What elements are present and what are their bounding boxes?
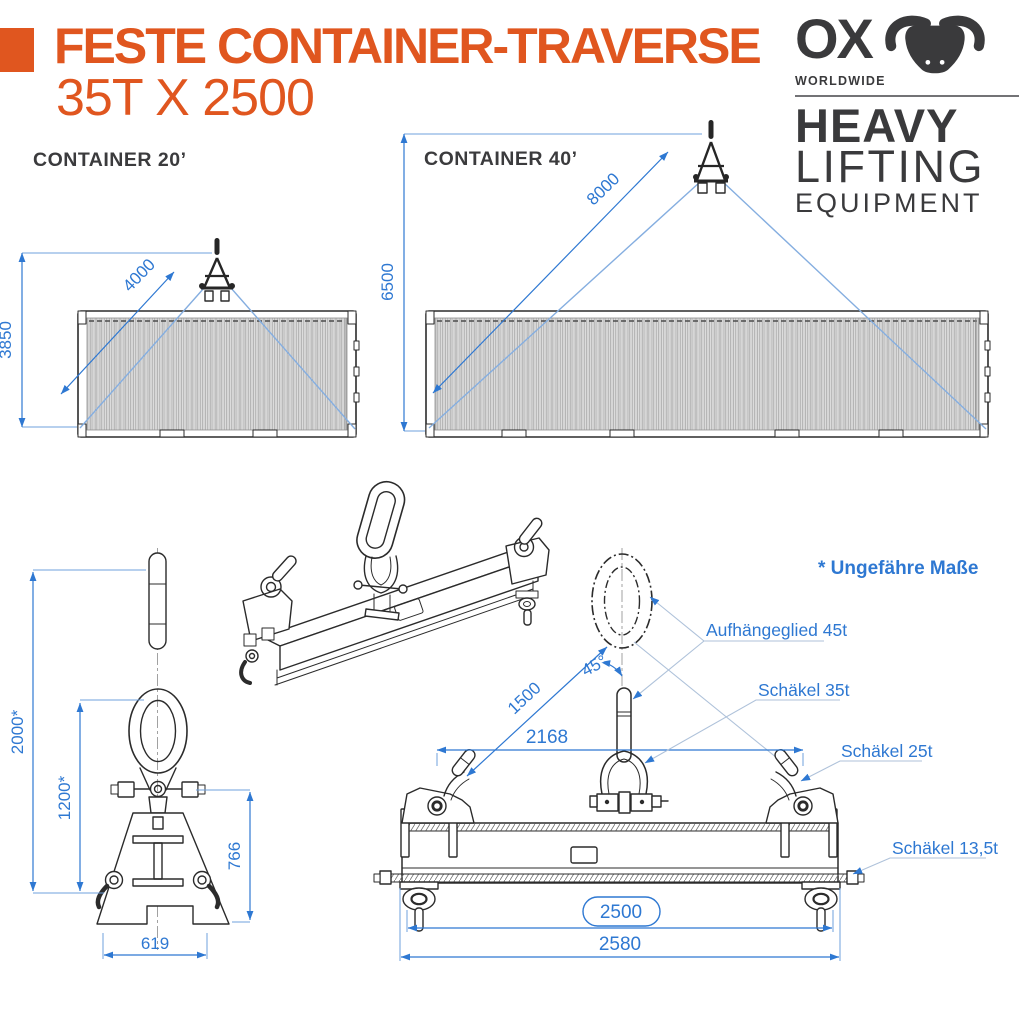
- dim-2500: 2500: [406, 896, 834, 932]
- label-master-link-text: Aufhängeglied 45t: [706, 620, 847, 640]
- front-view-beam: [373, 687, 865, 932]
- dim-3850: 3850: [0, 252, 212, 428]
- worldwide-label: WORLDWIDE: [795, 74, 886, 88]
- lifting-label: LIFTING: [795, 141, 986, 192]
- approx-note: * Ungefähre Maße: [818, 558, 978, 579]
- swivel-assembly: [110, 767, 206, 814]
- dim-45deg: 45°: [576, 649, 623, 683]
- spreader-icon-20: [199, 238, 235, 302]
- label-shackle-13-5: Schäkel 13,5t: [852, 838, 998, 875]
- dim-766: 766: [196, 789, 254, 923]
- dim-1500: 1500: [466, 646, 608, 777]
- right-bracket: [765, 749, 839, 824]
- equipment-label: EQUIPMENT: [795, 187, 983, 218]
- dim-2000-value: 2000*: [8, 709, 27, 754]
- label-master-link: Aufhängeglied 45t: [632, 596, 847, 700]
- logo-divider: [795, 95, 1019, 97]
- dim-1200: 1200*: [55, 699, 144, 892]
- page-title: FESTE CONTAINER-TRAVERSE: [54, 18, 762, 74]
- dim-619-value: 619: [141, 934, 169, 953]
- dim-1200-value: 1200*: [55, 775, 74, 820]
- dim-4000-value: 4000: [119, 255, 159, 295]
- label-shackle-13-5-text: Schäkel 13,5t: [892, 838, 998, 858]
- dim-2168-value: 2168: [526, 727, 568, 748]
- iso-right-end: [505, 517, 550, 626]
- right-twistlock: [801, 881, 841, 932]
- label-shackle-25: Schäkel 25t: [800, 741, 933, 782]
- dim-8000-value: 8000: [583, 169, 623, 209]
- left-bracket: [401, 749, 476, 824]
- spreader-icon-40: [693, 120, 729, 194]
- label-shackle-25-text: Schäkel 25t: [841, 741, 933, 761]
- dim-2000: 2000*: [8, 569, 146, 894]
- iso-center-shackle: [353, 555, 408, 621]
- dim-1500-value: 1500: [504, 678, 545, 718]
- iso-master-link: [356, 480, 406, 559]
- side-view-end-fitting: 2000* 1200* 766 619: [8, 548, 254, 959]
- dim-45-value: 45°: [578, 651, 610, 680]
- ibeam-slot: [132, 816, 184, 887]
- brand-logo: OX WORLDWIDE HEAVY LIFTING EQUIPMENT: [795, 7, 1019, 218]
- container-40-drawing: [425, 310, 991, 438]
- dim-2580-value: 2580: [599, 934, 641, 955]
- container-20-diagram: CONTAINER 20’: [0, 149, 360, 438]
- left-twistlock: [399, 881, 439, 932]
- container-20-heading: CONTAINER 20’: [33, 149, 187, 171]
- label-shackle-35: Schäkel 35t: [644, 680, 850, 764]
- ox-wordmark: OX: [795, 7, 874, 70]
- fitting-body: [96, 812, 230, 925]
- label-shackle-35-text: Schäkel 35t: [758, 680, 850, 700]
- heavy-label: HEAVY: [795, 99, 959, 152]
- dim-2580: 2580: [399, 888, 841, 961]
- central-shackle-assembly: [589, 687, 669, 814]
- dim-3850-value: 3850: [0, 321, 15, 359]
- bull-head-icon: [885, 15, 985, 74]
- dim-2500-value: 2500: [600, 902, 642, 923]
- container-40-diagram: CONTAINER 40’: [378, 120, 991, 438]
- dim-766-value: 766: [225, 842, 244, 870]
- iso-left-end: [239, 555, 297, 685]
- dim-2168: 2168: [436, 727, 804, 766]
- dim-6500-value: 6500: [378, 263, 397, 301]
- container-40-heading: CONTAINER 40’: [424, 148, 578, 170]
- beam-isometric-view: [239, 480, 550, 686]
- page-subtitle: 35T X 2500: [56, 69, 315, 127]
- dim-619: 619: [102, 933, 208, 959]
- name-plate: [570, 846, 598, 864]
- accent-square: [0, 28, 34, 72]
- beam-length-badge: [582, 896, 661, 927]
- dim-6500: 6500: [378, 133, 702, 432]
- eye-hooks: [95, 870, 221, 910]
